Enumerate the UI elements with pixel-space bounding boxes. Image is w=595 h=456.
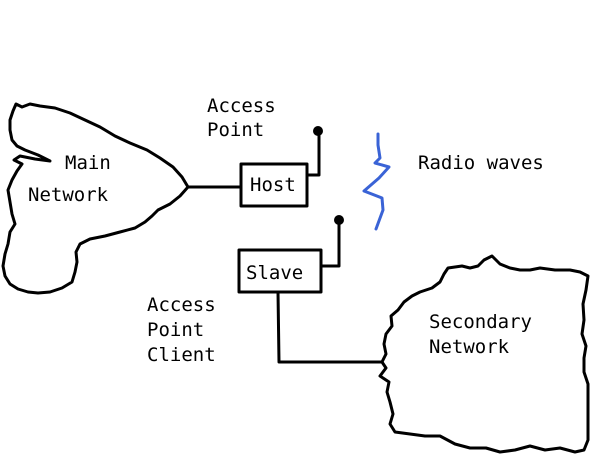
access-point-client-label-line1: Access <box>147 294 216 316</box>
access-point-client-label-line2: Point <box>147 319 204 341</box>
host-antenna-tip <box>313 126 323 136</box>
access-point-client-label-line3: Client <box>147 344 216 366</box>
slave-label: Slave <box>246 262 303 284</box>
access-point-label-line2: Point <box>207 119 264 141</box>
host-label: Host <box>250 174 296 196</box>
main-network-label-line1: Main <box>65 152 111 174</box>
main-network-cloud <box>1 102 190 295</box>
secondary-network-cloud <box>378 254 590 454</box>
slave-antenna-tip <box>334 215 344 225</box>
access-point-label-line1: Access <box>207 95 276 117</box>
radio-waves-label: Radio waves <box>418 152 544 174</box>
secondary-network-label-line1: Secondary <box>429 311 532 333</box>
secondary-network-label-line2: Network <box>429 336 510 358</box>
host-box <box>239 162 309 208</box>
slave-to-secondary-link <box>276 290 384 364</box>
radio-waves-zigzag <box>362 132 391 231</box>
host-antenna <box>305 130 321 177</box>
main-network-label-line2: Network <box>28 184 109 206</box>
slave-box <box>237 248 323 294</box>
slave-antenna <box>319 218 341 268</box>
